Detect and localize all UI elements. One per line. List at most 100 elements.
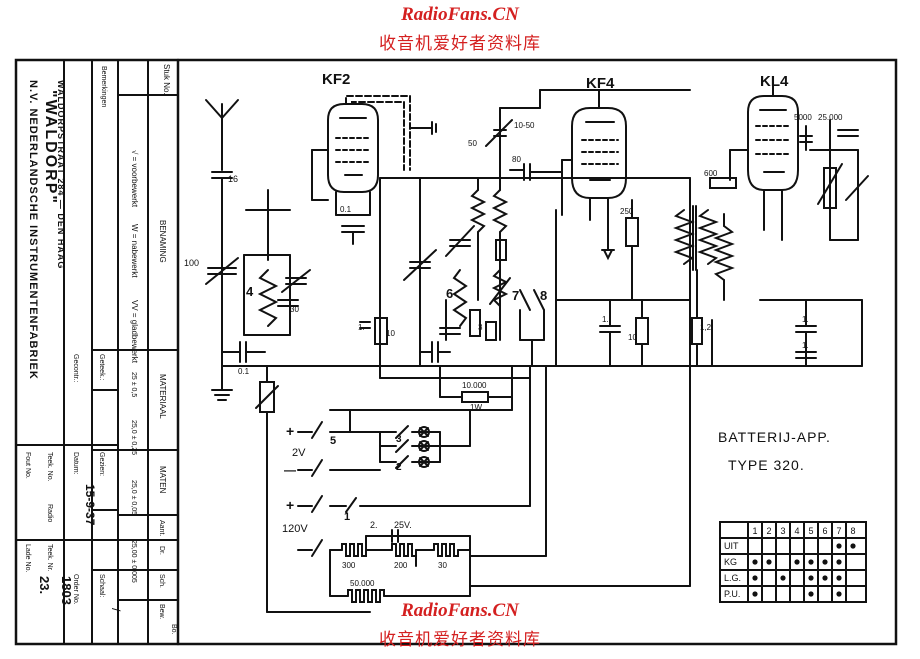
- switch-label-1: 1: [344, 511, 350, 523]
- label-bo: Bo.: [170, 624, 177, 635]
- resistor-50000: [329, 299, 691, 603]
- tolerance-3: 25,0 ± 0,05: [130, 480, 137, 515]
- label-order-no: Order No.: [72, 574, 79, 605]
- capacitors-right: [759, 299, 863, 367]
- resistor-block-v3: [691, 269, 713, 367]
- resistor-10000-1w: [439, 365, 513, 411]
- label-gezien: Gezien:: [98, 452, 105, 476]
- switch-label-7: 7: [512, 288, 519, 303]
- label-c-1-a: 1.: [358, 323, 365, 332]
- output-cap-v2: [601, 249, 615, 261]
- label-fout-no: Fout No.: [24, 452, 31, 479]
- shielded-lead: [345, 95, 437, 171]
- label-r-3: 3: [478, 323, 483, 332]
- ht-switch: [297, 365, 531, 513]
- label-r-10000: 10.000: [462, 381, 487, 390]
- variable-capacitor-3: [277, 299, 299, 307]
- label-c-30: 30: [290, 305, 299, 314]
- label-c-1-b: 1.: [602, 315, 609, 324]
- label-bew: Bew.: [158, 604, 165, 619]
- set-title-line1: BATTERIJ-APP.: [718, 429, 831, 445]
- label-c-1-d: 1.: [802, 341, 809, 350]
- value-schaal: /: [109, 608, 123, 612]
- label-c-80: 80: [512, 155, 521, 164]
- company-line1: N.V. NEDERLANDSCHE INSTRUMENTENFABRIEK: [27, 80, 39, 380]
- label-r-300: 300: [342, 561, 356, 570]
- watermark-top-cn: 收音机爱好者资料库: [379, 34, 541, 54]
- label-datum: Datum:: [72, 452, 79, 475]
- switch-label-3: 3: [396, 434, 402, 445]
- switch-dot: [766, 559, 772, 565]
- plus-2v: +: [286, 423, 294, 439]
- label-dr: Dr.: [158, 546, 165, 555]
- antenna-symbol: [205, 99, 239, 171]
- switch-dot: [836, 575, 842, 581]
- label-r-30: 30: [438, 561, 447, 570]
- switch-dot: [850, 543, 856, 549]
- tolerance-1: 25 ± 0,5: [130, 372, 137, 397]
- switch-dot: [822, 559, 828, 565]
- label-sch: Sch.: [158, 574, 165, 588]
- grid-resistor-v3: [709, 177, 737, 189]
- set-title-line2: TYPE 320.: [728, 457, 805, 473]
- switch-dot: [794, 559, 800, 565]
- variable-capacitor-2: [281, 269, 311, 293]
- switch-dot: [836, 591, 842, 597]
- switch-label-5: 5: [330, 435, 336, 447]
- company-line2: "WALDORP": [42, 90, 59, 205]
- value-datum: 15-9-37: [83, 484, 97, 526]
- switch-table-dots: [752, 543, 856, 597]
- plus-120v: +: [286, 497, 294, 513]
- capacitor-0-1-left: [221, 341, 266, 363]
- aerial-coil: [243, 189, 291, 336]
- legend-v: √ = voorbewerkt: [130, 150, 139, 208]
- label-r-600: 600: [704, 169, 718, 178]
- switch-col-header: 7: [836, 526, 841, 536]
- switch-dot: [752, 559, 758, 565]
- label-c-50: 50: [468, 139, 477, 148]
- ht-divider: [297, 365, 547, 567]
- switch-row-label: P.U.: [724, 589, 740, 599]
- tube-kf2: [327, 103, 379, 193]
- label-120v: 120V: [282, 523, 308, 535]
- output-transformer-right: [713, 213, 735, 301]
- switch-dot: [752, 591, 758, 597]
- label-materiaal: MATERIAAL: [158, 374, 167, 419]
- switch-dot: [808, 575, 814, 581]
- capacitor-0-1-v1: [335, 214, 371, 245]
- value-lade-no: 23.: [37, 576, 52, 594]
- switch-7-8: [519, 289, 545, 367]
- tube-kl4: [747, 95, 799, 191]
- label-maten: MATEN: [158, 466, 167, 494]
- label-radio: Radio: [46, 504, 53, 522]
- label-2v: 2V: [292, 447, 306, 459]
- watermark-top-en: RadioFans.CN: [401, 4, 519, 25]
- switch-row-label: KG: [724, 557, 737, 567]
- switch-col-header: 3: [780, 526, 785, 536]
- watermark-bottom-cn: 收音机爱好者资料库: [379, 630, 541, 650]
- switch-dot: [808, 591, 814, 597]
- label-c-2: 2.: [370, 520, 378, 530]
- switch-dot: [822, 575, 828, 581]
- label-stuk-no: Stuk No.: [162, 64, 171, 95]
- tube-label-kf2: KF2: [322, 71, 350, 88]
- tube-kf4: [571, 107, 627, 199]
- label-c-1-c: 1.: [802, 315, 809, 324]
- switch-col-header: 5: [808, 526, 813, 536]
- label-aant: Aant.: [158, 520, 165, 536]
- tone-network: [799, 119, 869, 241]
- capacitor-80: [509, 163, 563, 181]
- label-teek-no: Teek. No.: [46, 452, 53, 482]
- resistor-10-v1: [359, 317, 388, 345]
- capacitor-block-v2: [599, 299, 649, 367]
- label-c-16: 16: [228, 174, 238, 184]
- label-gecontr: Gecontr.:: [72, 354, 79, 382]
- label-teek-nr: Teek. Nr.: [46, 544, 53, 572]
- label-lade-no: Lade No.: [24, 544, 31, 572]
- label-r-200: 200: [394, 561, 408, 570]
- label-c-0-1-v1: 0.1: [340, 205, 352, 214]
- switch-dot: [752, 575, 758, 581]
- output-transformer-left: [673, 205, 719, 271]
